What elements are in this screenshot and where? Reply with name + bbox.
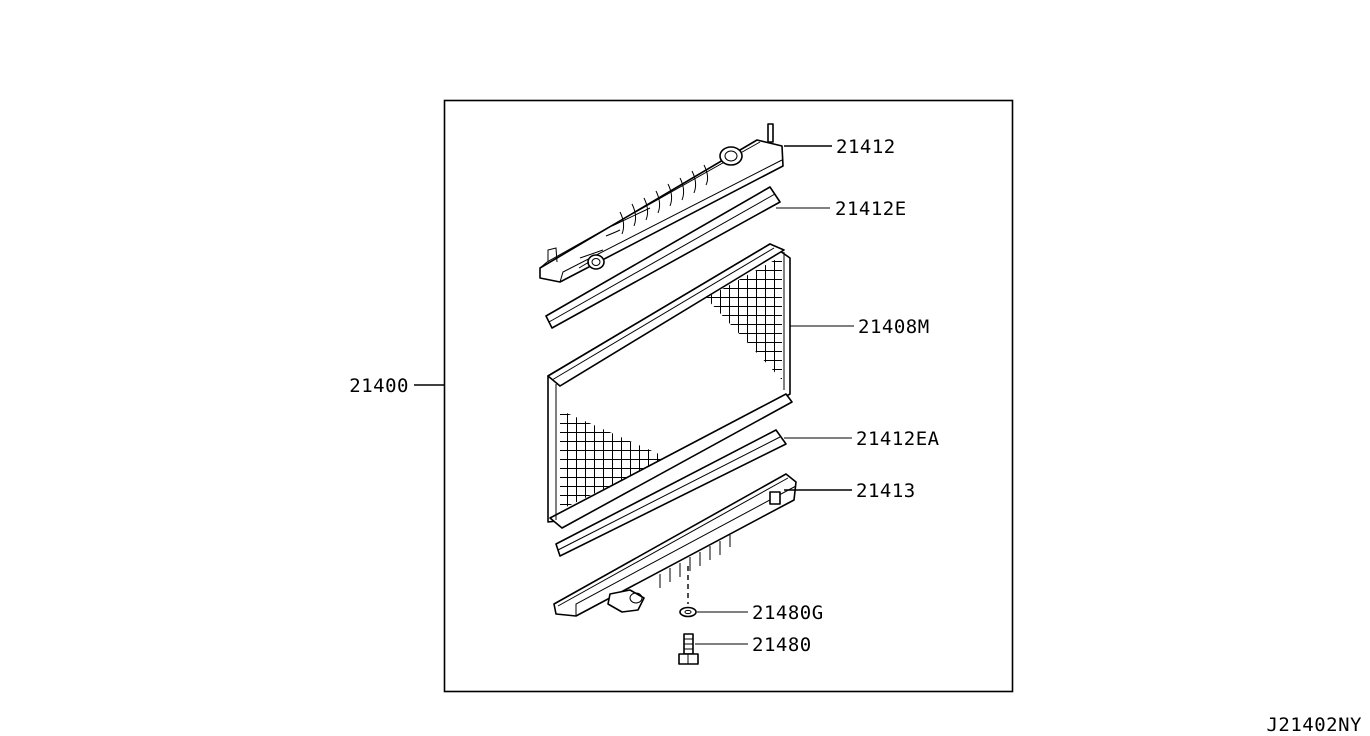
drain-plug[interactable] [678,633,699,665]
label-lower-seal[interactable]: 21412EA [856,428,940,450]
washer[interactable] [679,606,697,618]
label-washer[interactable]: 21480G [752,602,824,624]
label-lower-tank[interactable]: 21413 [856,480,916,502]
label-assembly[interactable]: 21400 [349,375,409,397]
assembly-frame [443,99,1014,693]
diagram-code: J21402NY [1266,714,1362,736]
upper-tank[interactable] [539,123,784,283]
radiator-core[interactable] [547,243,793,529]
label-upper-seal[interactable]: 21412E [835,198,907,220]
upper-seal[interactable] [545,186,781,329]
lower-seal[interactable] [555,429,787,557]
lower-tank[interactable] [553,473,797,617]
label-core[interactable]: 21408M [858,316,930,338]
label-upper-tank[interactable]: 21412 [836,136,896,158]
label-drain-plug[interactable]: 21480 [752,634,812,656]
